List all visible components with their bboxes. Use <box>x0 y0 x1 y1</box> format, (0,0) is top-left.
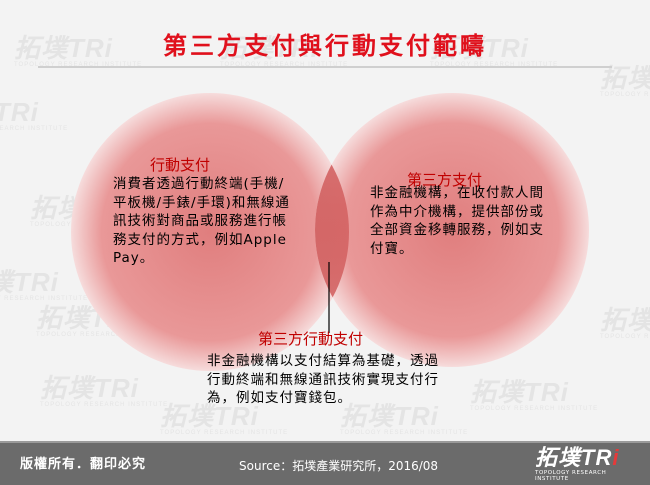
venn-circle-mobile-payment <box>71 93 349 371</box>
mobile-payment-description: 消費者透過行動終端(手機/平板機/手錶/手環)和無線通訊技術對商品或服務進行帳務… <box>113 176 290 266</box>
copyright-notice: 版權所有．翻印必究 <box>20 457 147 472</box>
mobile-payment-heading: 行動支付 <box>150 156 211 174</box>
tri-logo: 拓墣TRi TOPOLOGY RESEARCH INSTITUTE <box>535 445 620 483</box>
title-divider <box>38 66 612 68</box>
footer-divider <box>0 441 650 443</box>
footer-bar: 版權所有．翻印必究 Source：拓墣產業研究所，2016/08 拓墣TRi T… <box>0 441 650 485</box>
third-party-mobile-payment-description: 非金融機構以支付結算為基礎，透過行動終端和無線通訊技術實現支付行為，例如支付寶錢… <box>207 353 439 406</box>
page-title: 第三方支付與行動支付範疇 <box>163 31 487 60</box>
third-party-mobile-payment-heading: 第三方行動支付 <box>258 330 364 348</box>
third-party-payment-description: 非金融機構，在收付款人間作為中介機構，提供部份或全部資金移轉服務，例如支付寶。 <box>370 185 544 257</box>
venn-circle-third-party-payment <box>315 93 589 367</box>
source-citation: Source：拓墣產業研究所，2016/08 <box>239 459 439 473</box>
third-party-payment-heading: 第三方支付 <box>407 171 483 189</box>
